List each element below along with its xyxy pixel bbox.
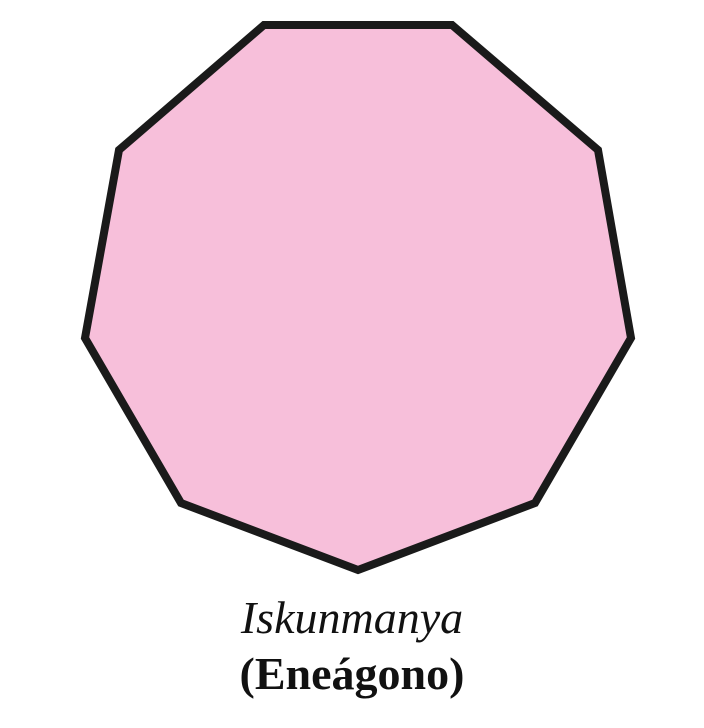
nonagon-canvas xyxy=(80,21,636,575)
shape-name-label: Iskunmanya xyxy=(240,592,464,643)
nonagon-shape xyxy=(80,21,636,575)
shape-translation-label: (Eneágono) xyxy=(239,648,465,699)
nonagon-figure xyxy=(80,21,636,575)
